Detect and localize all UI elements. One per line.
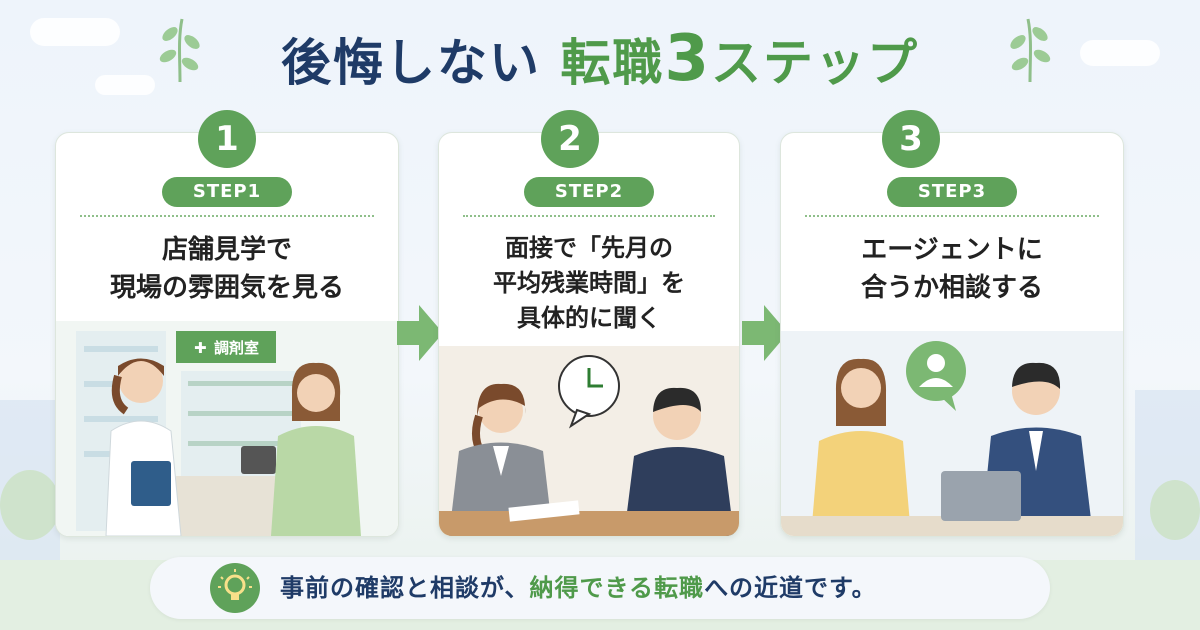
interview-illustration	[439, 346, 739, 536]
title-part1: 後悔しない	[281, 34, 542, 92]
right-leaf-icon	[1010, 18, 1051, 83]
title-number: 3	[664, 22, 711, 96]
tree-decoration	[0, 470, 60, 540]
step-card-2: STEP2 面接で「先月の 平均残業時間」を 具体的に聞く	[438, 132, 740, 537]
footer-text: 事前の確認と相談が、納得できる転職への近道です。	[280, 574, 877, 602]
cloud-decoration	[95, 75, 155, 95]
step-label: STEP1	[162, 177, 292, 207]
svg-text:✚: ✚	[194, 339, 207, 357]
left-leaf-icon	[159, 18, 200, 83]
step-label: STEP2	[524, 177, 654, 207]
step-description: エージェントに 合うか相談する	[860, 235, 1043, 303]
next-step-arrow-icon	[397, 305, 443, 361]
step-number-badge: 2	[541, 110, 599, 168]
pharmacy-visit-illustration: ✚ 調剤室	[56, 321, 398, 536]
step-card-3: STEP3 エージェントに 合うか相談する	[780, 132, 1124, 537]
pharmacy-sign-text: 調剤室	[214, 339, 259, 357]
page-title: 後悔しない 転職3ステップ	[0, 22, 1200, 96]
cloud-decoration	[30, 18, 120, 46]
cloud-decoration	[1080, 40, 1160, 66]
step-label: STEP3	[887, 177, 1017, 207]
step-number-badge: 3	[882, 110, 940, 168]
lightbulb-icon	[210, 563, 260, 613]
step-description: 店舗見学で 現場の雰囲気を見る	[109, 235, 344, 303]
title-part2: 転職	[560, 34, 665, 92]
footer-message-banner: 事前の確認と相談が、納得できる転職への近道です。	[150, 557, 1050, 619]
divider	[463, 215, 715, 217]
divider	[805, 215, 1099, 217]
agent-consultation-illustration	[781, 331, 1123, 536]
step-description: 面接で「先月の 平均残業時間」を 具体的に聞く	[493, 234, 685, 332]
tree-decoration	[1150, 480, 1200, 540]
step-card-1: STEP1 店舗見学で 現場の雰囲気を見る ✚ 調剤室	[55, 132, 399, 537]
title-part3: ステップ	[710, 34, 919, 92]
step-number-badge: 1	[198, 110, 256, 168]
divider	[80, 215, 374, 217]
next-step-arrow-icon	[742, 305, 788, 361]
